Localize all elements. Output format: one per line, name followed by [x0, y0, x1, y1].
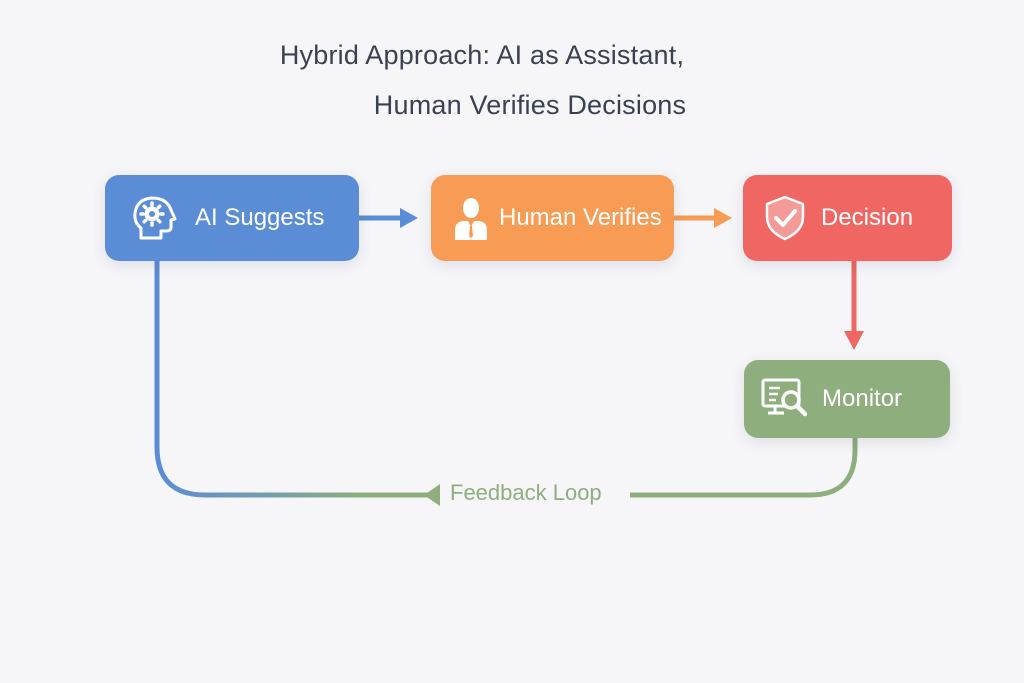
diagram-title-line-2: Human Verifies Decisions — [373, 90, 687, 120]
node-human-verifies: Human Verifies — [431, 175, 674, 261]
node-monitor: Monitor — [744, 360, 950, 438]
node-monitor-label: Monitor — [822, 385, 903, 412]
monitor-search-icon — [760, 376, 810, 422]
feedback-loop-label: Feedback Loop — [446, 480, 606, 506]
person-icon — [451, 196, 491, 240]
feedback-loop-line — [154, 261, 858, 506]
feedback-arrowhead — [424, 484, 440, 506]
node-decision: Decision — [743, 175, 952, 261]
shield-check-icon — [763, 195, 807, 241]
node-ai-suggests: AI Suggests — [105, 175, 359, 261]
head-gear-icon — [131, 194, 179, 242]
arrow-decision-to-monitor — [844, 261, 864, 350]
node-human-verifies-label: Human Verifies — [499, 204, 662, 231]
node-decision-label: Decision — [821, 204, 914, 231]
node-ai-suggests-label: AI Suggests — [195, 204, 325, 231]
arrow-ai-to-human — [359, 208, 418, 228]
arrow-human-to-decision — [674, 208, 732, 228]
diagram-title-line-1: Hybrid Approach: AI as Assistant, — [279, 40, 685, 70]
